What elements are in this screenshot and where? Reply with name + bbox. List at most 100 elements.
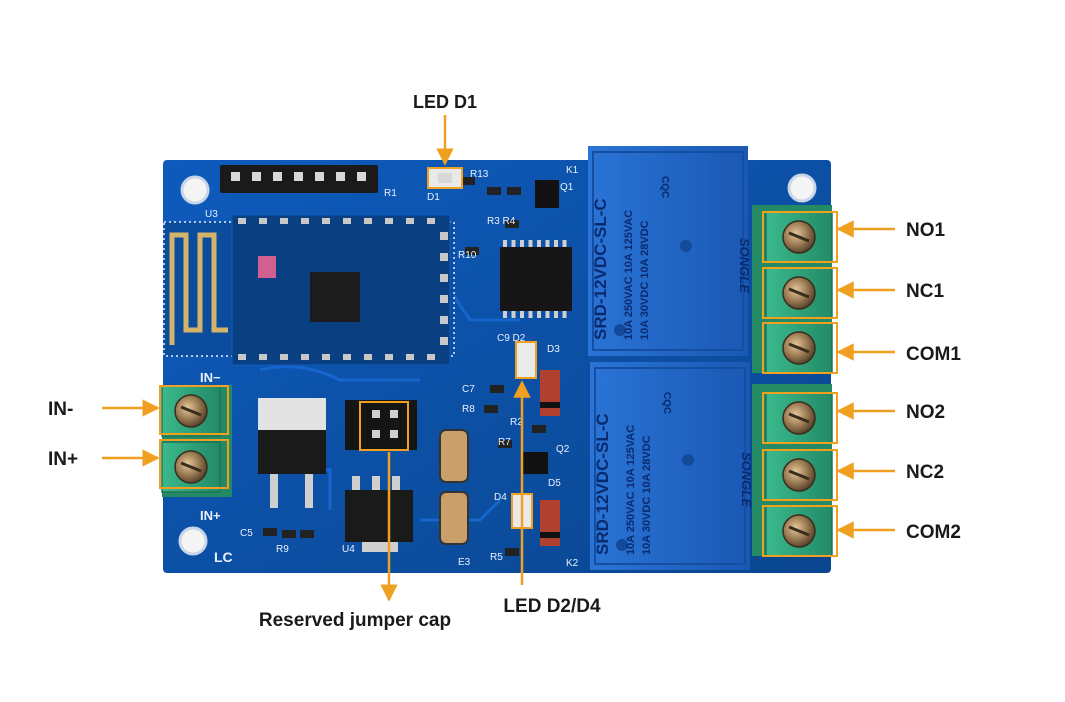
relay-bottom-model: SRD-12VDC-SL-C [593,413,612,555]
nc1-label: NC1 [906,281,944,302]
voltage-regulator [258,398,326,508]
callouts: LED D1 NO1 NC1 COM1 NO2 NC2 COM2 IN- IN+… [48,92,961,631]
ic-pin [520,240,524,247]
module-pad [406,218,414,224]
module-pad [385,218,393,224]
silk-lc: LC [214,549,233,565]
ic-pin [562,311,567,318]
relay-top-cqc: CQC [659,176,670,198]
silk-c5: C5 [240,528,253,539]
relay-bottom-rating1: 10A 250VAC 10A 125VAC [625,425,637,555]
module-pad [280,218,288,224]
mounting-hole-top-left [180,175,210,205]
capacitor-e3-bottom [439,491,469,545]
com1-label: COM1 [906,344,961,365]
ic-pin [511,311,516,318]
module-pad [440,337,448,345]
module-pad [301,354,309,360]
led-d2 [515,341,537,379]
module-pad [301,218,309,224]
module-pad [322,218,330,224]
ic-pin [528,240,533,247]
relay-top-rating1: 10A 250VAC 10A 125VAC [623,210,635,340]
relay-bottom-rating2: 10A 30VDC 10A 28VDC [641,435,653,555]
ic-pin [503,311,507,318]
header-pin [231,172,240,181]
silk-e3: E3 [458,557,471,568]
terminal-no2 [765,392,833,444]
silk-r3r4: R3 R4 [487,216,516,227]
pin-header [220,165,378,193]
module-pad [238,218,246,224]
capacitor-e3-top [439,429,469,483]
ic-pin [554,240,558,247]
ic-pin [545,311,550,318]
header-pin [294,172,303,181]
silk-d5: D5 [548,478,561,489]
led-d2-d4-label: LED D2/D4 [503,596,601,617]
silk-c9d2: C9 D2 [497,333,526,344]
silk-k2: K2 [566,558,579,569]
header-pin [273,172,282,181]
header-pin [357,172,366,181]
ic-pin [545,240,550,247]
terminal-com2 [765,505,833,557]
silk-d1: D1 [427,192,440,203]
diode-d3 [540,370,560,416]
antenna-trace [169,232,228,345]
smd-components [263,177,559,556]
module-pad [280,354,288,360]
mounting-hole-bottom-left [178,526,208,556]
silk-r2: R2 [510,417,523,428]
relay-top-rating2: 10A 30VDC 10A 28VDC [639,220,651,340]
module-pad [385,354,393,360]
silk-r8: R8 [462,404,475,415]
mounting-hole-top-right [787,173,817,203]
relay-bottom: SRD-12VDC-SL-C 10A 250VAC 10A 125VAC 10A… [590,362,754,570]
silk-r13: R13 [470,169,489,180]
silk-u4: U4 [342,544,355,555]
no2-label: NO2 [906,402,945,423]
module-pad [440,253,448,261]
terminal-nc2 [765,449,833,501]
in-minus-label: IN- [48,399,73,420]
ic-pin [503,240,507,247]
terminal-nc1 [765,267,833,319]
silk-d4: D4 [494,492,507,503]
callout-highlight-boxes [159,211,838,557]
ic-pin [562,240,567,247]
output-terminal-block [752,205,833,557]
ic-u4 [345,476,413,552]
logic-ic [500,247,572,311]
silk-in-plus: IN+ [200,508,221,523]
silk-q1: Q1 [560,182,574,193]
jumper-label: Reserved jumper cap [259,610,451,631]
terminal-in-minus [161,385,221,437]
module-pad [406,354,414,360]
terminal-in-plus [161,441,221,493]
no1-label: NO1 [906,220,946,241]
ic-pin [528,311,533,318]
silk-r10: R10 [458,250,477,261]
silk-r7: R7 [498,437,511,448]
ic-pin [537,311,541,318]
callout-box [159,385,229,435]
reserved-jumper [345,400,417,451]
module-pad [440,295,448,303]
header-pin [252,172,261,181]
module-pad [440,232,448,240]
silk-u3: U3 [205,209,218,220]
ic-pin [511,240,516,247]
module-pad [238,354,246,360]
relay-bottom-brand: SONGLE [739,452,754,507]
header-pin [336,172,345,181]
module-pad [427,218,435,224]
silkscreen-labels: U3 R1 D1 R13 K1 Q1 R3 R4 R10 C9 D2 D3 C7… [200,165,579,569]
silk-d3: D3 [547,344,560,355]
silk-in-minus: IN− [200,370,221,385]
ic-pin [554,311,558,318]
module-pad [440,274,448,282]
module-pad [322,354,330,360]
module-pad [364,218,372,224]
